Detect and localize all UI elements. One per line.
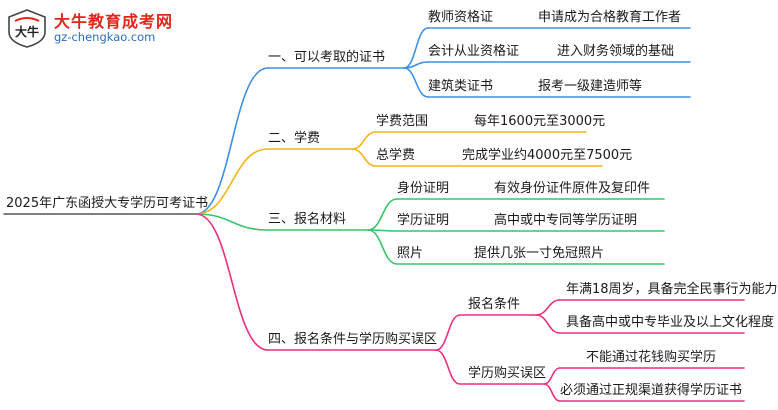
node-education-proof-detail: 高中或中专同等学历证明	[494, 213, 638, 228]
node-id-proof: 身份证明	[397, 181, 450, 196]
connector-b4-c1	[435, 314, 461, 351]
node-construction-cert-detail: 报考一级建造师等	[538, 79, 643, 94]
connector-b4-c1-g2	[535, 314, 561, 334]
connector-root-b3	[195, 213, 269, 231]
connector-b2-c2	[351, 148, 377, 167]
connector-b4-c2-g1	[543, 367, 561, 385]
node-misconceptions: 学历购买误区	[468, 366, 547, 381]
node-requirements: 报名条件	[468, 297, 521, 312]
site-logo: 大牛 大牛教育成考网 gz-chengkao.com	[4, 6, 214, 50]
node-education-proof: 学历证明	[397, 213, 450, 228]
node-tuition-range: 学费范围	[376, 114, 429, 129]
node-misconception-channel: 必须通过正规渠道获得学历证书	[560, 383, 743, 398]
connector-b3-c1	[367, 198, 398, 231]
connector-b4-c1-g1	[535, 299, 561, 316]
logo-url: gz-chengkao.com	[54, 30, 156, 44]
node-photo: 照片	[397, 246, 424, 261]
node-tuition-range-detail: 每年1600元至3000元	[474, 114, 606, 129]
mindmap-canvas	[3, 27, 745, 402]
node-accounting-cert: 会计从业资格证	[428, 44, 520, 59]
logo-mark-text: 大牛	[15, 24, 39, 39]
connector-b4-c2	[435, 349, 461, 385]
connector-b3-c3	[367, 229, 398, 265]
connector-b1-c1	[403, 27, 429, 69]
connector-b4-c2-g2	[543, 383, 561, 402]
connector-root-b2	[195, 148, 269, 215]
node-id-proof-detail: 有效身份证件原件及复印件	[494, 181, 651, 196]
branch-conditions-misconceptions: 四、报名条件与学历购买误区	[268, 332, 438, 347]
branch-certificates: 一、可以考取的证书	[268, 50, 386, 65]
logo-mark-icon: 大牛	[8, 9, 46, 48]
connector-b2-c1	[351, 131, 377, 150]
node-teacher-cert-detail: 申请成为合格教育工作者	[538, 10, 682, 25]
branch-tuition: 二、学费	[268, 131, 321, 146]
connector-b1-c2	[403, 61, 429, 69]
node-photo-detail: 提供几张一寸免冠照片	[474, 246, 605, 261]
node-requirement-age: 年满18周岁，具备完全民事行为能力	[566, 282, 778, 297]
connector-root-b4	[195, 213, 269, 351]
node-teacher-cert: 教师资格证	[428, 10, 494, 25]
logo-title: 大牛教育成考网	[54, 12, 174, 31]
branch-materials: 三、报名材料	[268, 212, 347, 227]
node-total-tuition: 总学费	[376, 148, 416, 163]
root-topic: 2025年广东函授大专学历可考证书	[6, 196, 209, 211]
node-construction-cert: 建筑类证书	[428, 79, 494, 94]
connector-root-b1	[195, 67, 269, 215]
node-total-tuition-detail: 完成学业约4000元至7500元	[462, 148, 633, 163]
node-requirement-education: 具备高中或中专毕业及以上文化程度	[566, 315, 775, 330]
connector-b1-c3	[403, 67, 429, 98]
node-misconception-buy: 不能通过花钱购买学历	[586, 350, 717, 365]
node-accounting-cert-detail: 进入财务领域的基础	[557, 44, 675, 59]
